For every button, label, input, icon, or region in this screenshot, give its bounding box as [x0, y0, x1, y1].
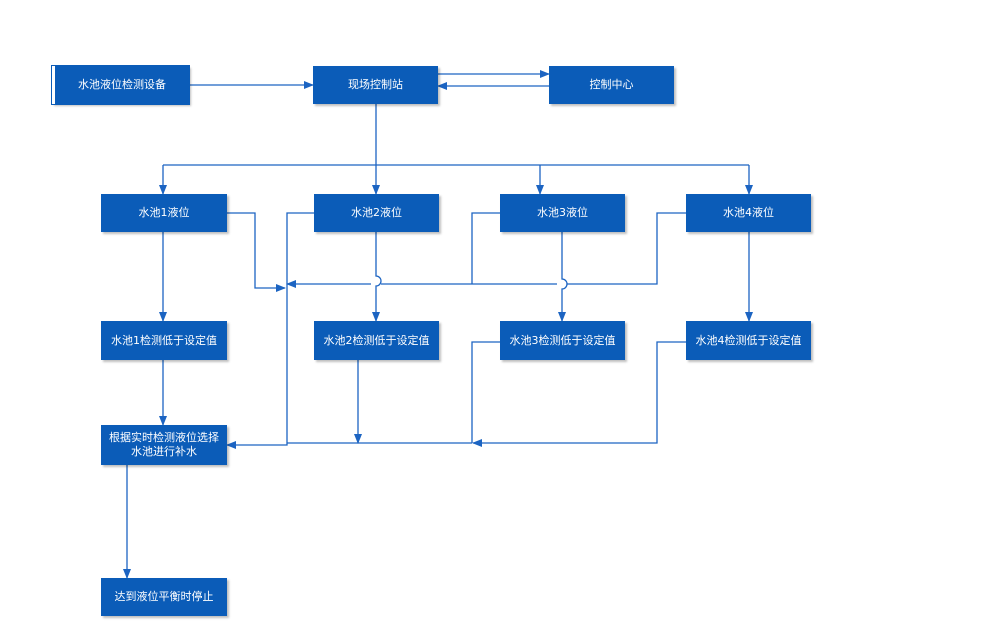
node-pool3-low-label: 水池3检测低于设定值	[509, 333, 616, 347]
node-pool4-low: 水池4检测低于设定值	[686, 321, 811, 360]
node-pool4-level: 水池4液位	[686, 194, 811, 232]
node-device-label: 水池液位检测设备	[78, 78, 166, 91]
node-pool4-low-label: 水池4检测低于设定值	[695, 333, 802, 347]
node-station-label: 现场控制站	[348, 78, 403, 91]
node-center-label: 控制中心	[589, 78, 634, 91]
node-stop-label: 达到液位平衡时停止	[114, 590, 214, 603]
node-pool3-level-label: 水池3液位	[537, 206, 588, 219]
node-pool1-level-label: 水池1液位	[138, 206, 190, 219]
arrow-pool3-to-low3	[558, 232, 568, 322]
node-pool1-level: 水池1液位	[101, 194, 227, 232]
line-low3-to-lowbus	[471, 341, 500, 443]
node-pool1-low-label: 水池1检测低于设定值	[111, 333, 217, 347]
node-stop: 达到液位平衡时停止	[101, 578, 227, 616]
node-pool2-level-label: 水池2液位	[351, 206, 402, 219]
line-pool1-to-midbus	[227, 212, 286, 292]
node-select-pool: 根据实时检测液位选择水池进行补水	[101, 425, 227, 465]
node-pool1-low: 水池1检测低于设定值	[101, 321, 227, 360]
node-pool2-low: 水池2检测低于设定值	[314, 321, 439, 360]
line-pool4-to-midbus	[567, 212, 686, 285]
node-pool3-low: 水池3检测低于设定值	[500, 321, 625, 360]
node-pool4-level-label: 水池4液位	[723, 206, 774, 219]
node-pool2-low-label: 水池2检测低于设定值	[323, 333, 430, 347]
node-center: 控制中心	[549, 66, 674, 104]
node-device: 水池液位检测设备	[51, 65, 190, 105]
line-pool2-to-select	[226, 212, 314, 449]
node-select-pool-label: 根据实时检测液位选择水池进行补水	[109, 431, 219, 458]
arrow-pool2-to-low2	[372, 232, 382, 322]
node-station: 现场控制站	[313, 66, 438, 104]
line-low4-to-lowbus	[472, 341, 686, 447]
line-pool3-to-midbus	[471, 212, 500, 284]
node-pool2-level: 水池2液位	[314, 194, 439, 232]
node-pool3-level: 水池3液位	[500, 194, 625, 232]
